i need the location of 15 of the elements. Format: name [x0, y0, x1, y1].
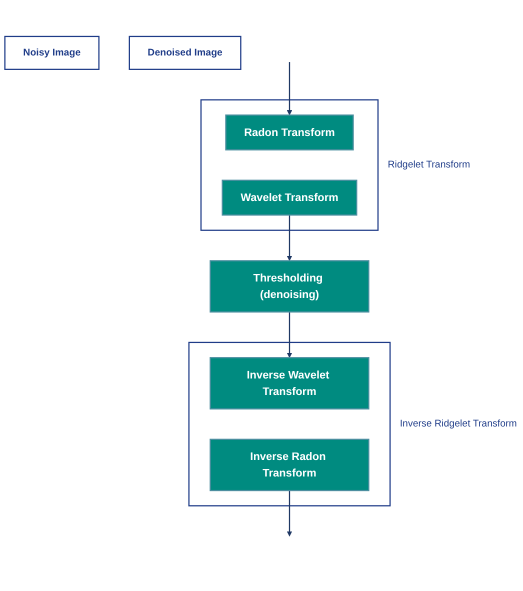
- node-box: Radon Transform: [225, 114, 354, 150]
- arrow: [286, 312, 292, 358]
- node-box: Inverse Radon Transform: [210, 438, 370, 492]
- arrow: [286, 62, 292, 116]
- node-box: Denoised Image: [128, 36, 242, 70]
- arrow: [286, 215, 292, 261]
- cluster: [200, 99, 379, 231]
- node-label: Inverse Ridgelet Transform: [400, 418, 517, 429]
- node-box: Thresholding (denoising): [210, 260, 370, 313]
- node-box: Noisy Image: [4, 36, 100, 70]
- arrow: [286, 490, 292, 536]
- node-box: Inverse Wavelet Transform: [210, 357, 370, 410]
- node-box: Wavelet Transform: [222, 180, 358, 216]
- node-label: Ridgelet Transform: [388, 160, 470, 170]
- cluster: [188, 342, 391, 506]
